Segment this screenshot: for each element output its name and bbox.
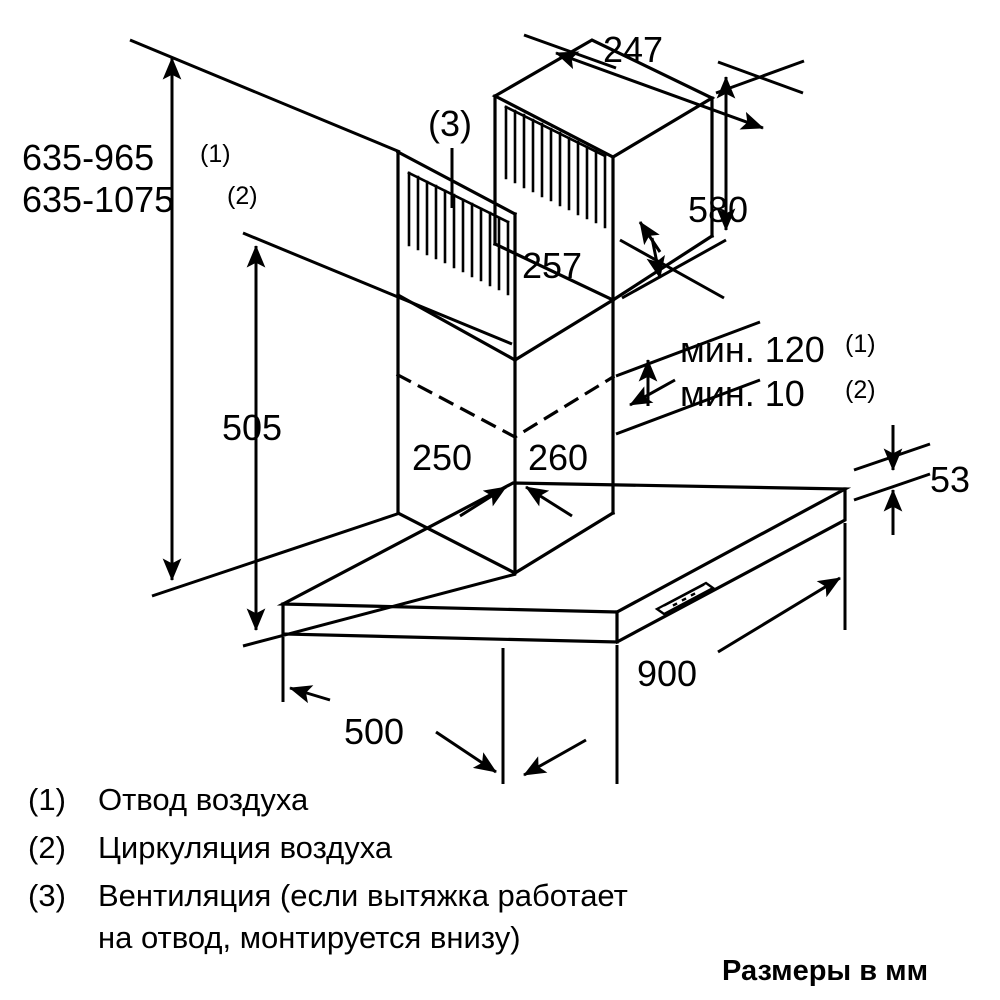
ext-line-505-bottom (242, 572, 517, 648)
legend-ref-3: (3) (28, 878, 66, 913)
label-247: 247 (603, 29, 663, 70)
ext-line-257-b (621, 238, 727, 300)
label-260: 260 (528, 437, 588, 478)
dim-arrow-257-lower (646, 237, 665, 279)
dim-arrow-250 (459, 485, 507, 518)
dim-arrow-900-right (717, 576, 841, 654)
label-505: 505 (222, 407, 282, 448)
vent-grille-upper (504, 105, 607, 229)
chimney-lower-top (395, 292, 616, 362)
chimney-cap-bottom-left (492, 241, 616, 303)
chimney-upper-top-left (395, 149, 518, 217)
dimension-labels-group: 635-965 (1) 635-1075 (2) 247 580 257 505… (22, 29, 970, 752)
dim-arrow-260 (525, 485, 573, 518)
chimney-lower (395, 292, 616, 575)
control-panel-strip[interactable] (654, 581, 716, 616)
label-height-range-2-ref: (2) (227, 182, 258, 210)
ext-line-bottom (151, 511, 401, 598)
label-900: 900 (637, 653, 697, 694)
legend-group: (1) Отвод воздуха (2) Циркуляция воздуха… (28, 782, 628, 955)
duct-dashed-v (395, 372, 616, 439)
label-257: 257 (522, 245, 582, 286)
duct-hidden-outline (395, 372, 616, 439)
canopy-top-face (276, 481, 852, 614)
dim-arrow-900-left (523, 738, 587, 777)
dim-arrow-500-right (435, 730, 497, 774)
dim-arrow-257-upper (638, 221, 662, 253)
label-250: 250 (412, 437, 472, 478)
chimney-lower-bottom (395, 510, 616, 575)
label-53: 53 (930, 459, 970, 500)
label-min-10: мин. 10 (680, 373, 805, 414)
label-height-range-1-ref: (1) (200, 140, 231, 168)
label-min-120-ref: (1) (845, 330, 876, 358)
ext-line-53-bottom (853, 472, 931, 502)
label-min-120: мин. 120 (680, 329, 825, 370)
label-500: 500 (344, 711, 404, 752)
units-caption: Размеры в мм (722, 955, 928, 987)
label-580: 580 (688, 189, 748, 230)
ext-line-505-top (242, 231, 513, 346)
dim-arrow-min-down (629, 378, 676, 407)
legend-ref-2: (2) (28, 830, 66, 865)
canopy-right-face (614, 487, 847, 645)
label-vent-callout: (3) (428, 103, 472, 144)
dimension-lines-group (129, 33, 931, 784)
legend-ref-1: (1) (28, 782, 66, 817)
vent-grille-lower (407, 171, 510, 296)
legend-text-3-line1: Вентиляция (если вытяжка работает (98, 878, 628, 913)
dim-arrow-500-left (289, 685, 331, 704)
ext-line-min-bottom (615, 378, 761, 436)
label-height-range-1: 635-965 (22, 137, 154, 178)
canopy-front-face (281, 602, 619, 644)
legend-text-2: Циркуляция воздуха (98, 830, 393, 865)
legend-text-3-line2: на отвод, монтируется внизу) (98, 920, 521, 955)
hood-geometry-group (276, 38, 852, 645)
label-min-10-ref: (2) (845, 376, 876, 404)
hood-canopy (276, 481, 852, 645)
legend-text-1: Отвод воздуха (98, 782, 309, 817)
label-height-range-2: 635-1075 (22, 179, 174, 220)
